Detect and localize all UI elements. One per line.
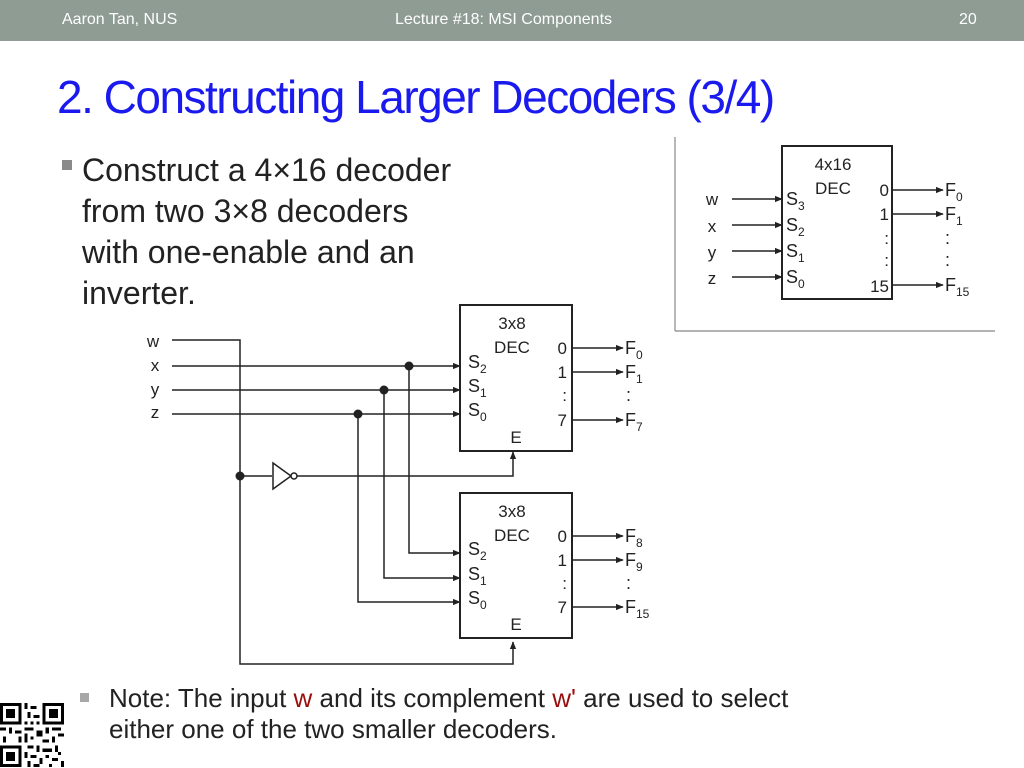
decoder-construction-diagram: w x y z 3x8 DEC S2 S1 S0 E 0 bbox=[146, 304, 650, 665]
output-number: : bbox=[562, 574, 567, 593]
inverter-gate-icon bbox=[272, 461, 293, 491]
output-number: 7 bbox=[558, 411, 567, 430]
select-label: S3 bbox=[786, 189, 805, 213]
decoder-3x8-bottom: 3x8 DEC S2 S1 S0 E 0 1 : 7 bbox=[459, 492, 573, 639]
block-label: 4x16 bbox=[815, 155, 852, 174]
block-label: DEC bbox=[494, 338, 530, 357]
input-label: y bbox=[708, 243, 717, 262]
block-label: DEC bbox=[494, 526, 530, 545]
select-label: S2 bbox=[786, 215, 805, 239]
output-label: F0 bbox=[945, 180, 963, 204]
junction-dot bbox=[379, 385, 389, 395]
header-page-number: 20 bbox=[959, 11, 977, 28]
wire-w bbox=[172, 339, 517, 665]
input-label: x bbox=[151, 356, 160, 375]
select-label: S2 bbox=[468, 352, 487, 376]
input-label: z bbox=[708, 269, 717, 288]
select-label: S0 bbox=[786, 267, 805, 291]
block-label: 3x8 bbox=[498, 502, 525, 521]
output-label: F15 bbox=[625, 597, 650, 621]
output-label: : bbox=[945, 250, 950, 270]
slide-title: 2. Constructing Larger Decoders (3/4) bbox=[57, 71, 775, 123]
note-line-1: Note: The input w and its complement w' … bbox=[109, 683, 789, 713]
output-number: 1 bbox=[558, 551, 567, 570]
block-label: 3x8 bbox=[498, 314, 525, 333]
output-number: 0 bbox=[558, 339, 567, 358]
select-label: S1 bbox=[468, 564, 487, 588]
qr-code-icon bbox=[0, 703, 64, 767]
output-label: F0 bbox=[625, 338, 643, 362]
select-label: S1 bbox=[468, 376, 487, 400]
junction-dot bbox=[235, 471, 245, 481]
bullet-line: from two 3×8 decoders bbox=[82, 193, 409, 229]
highlight-w-prime: w' bbox=[552, 683, 576, 713]
header-bar: Aaron Tan, NUS Lecture #18: MSI Componen… bbox=[0, 0, 1024, 41]
decoder-3x8-top: 3x8 DEC S2 S1 S0 E 0 1 : 7 bbox=[459, 304, 573, 452]
block-label: DEC bbox=[815, 179, 851, 198]
junction-dot bbox=[353, 409, 363, 419]
output-number: 0 bbox=[880, 181, 889, 200]
input-label: x bbox=[708, 217, 717, 236]
bullet-line: Construct a 4×16 decoder bbox=[82, 152, 452, 188]
select-label: S2 bbox=[468, 539, 487, 563]
output-label: F1 bbox=[625, 362, 643, 386]
output-number: 1 bbox=[558, 363, 567, 382]
bullet-square-icon bbox=[80, 693, 89, 702]
input-label: w bbox=[705, 190, 719, 209]
bullet-line: inverter. bbox=[82, 275, 196, 311]
output-number: : bbox=[562, 386, 567, 405]
select-label: S0 bbox=[468, 400, 487, 424]
wire-w-complement bbox=[297, 451, 517, 477]
enable-label: E bbox=[510, 615, 521, 634]
decoder-4x16-diagram: 4x16 DEC w x y z S3 S2 S1 S0 0 1 : : 15 … bbox=[674, 137, 995, 332]
enable-label: E bbox=[510, 428, 521, 447]
output-label: : bbox=[626, 385, 631, 405]
output-label: F9 bbox=[625, 550, 643, 574]
output-number: : bbox=[884, 229, 889, 248]
highlight-w: w bbox=[293, 683, 313, 713]
bullet-square-icon bbox=[62, 160, 72, 170]
output-number: 15 bbox=[870, 277, 889, 296]
junction-dot bbox=[404, 361, 414, 371]
input-label: y bbox=[151, 380, 160, 399]
header-author: Aaron Tan, NUS bbox=[62, 11, 178, 28]
output-label: : bbox=[945, 228, 950, 248]
input-label: w bbox=[146, 332, 160, 351]
note-line-2: either one of the two smaller decoders. bbox=[109, 714, 558, 744]
header-lecture-title: Lecture #18: MSI Components bbox=[395, 11, 613, 28]
output-number: 7 bbox=[558, 598, 567, 617]
output-label: F7 bbox=[625, 410, 643, 434]
output-label: F15 bbox=[945, 275, 970, 299]
bullet-line: with one-enable and an bbox=[82, 234, 415, 270]
output-label: F1 bbox=[945, 204, 963, 228]
output-number: 1 bbox=[880, 205, 889, 224]
select-label: S0 bbox=[468, 588, 487, 612]
select-label: S1 bbox=[786, 241, 805, 265]
output-label: F8 bbox=[625, 526, 643, 550]
input-label: z bbox=[151, 403, 160, 422]
output-number: : bbox=[884, 251, 889, 270]
output-number: 0 bbox=[558, 527, 567, 546]
output-label: : bbox=[626, 573, 631, 593]
